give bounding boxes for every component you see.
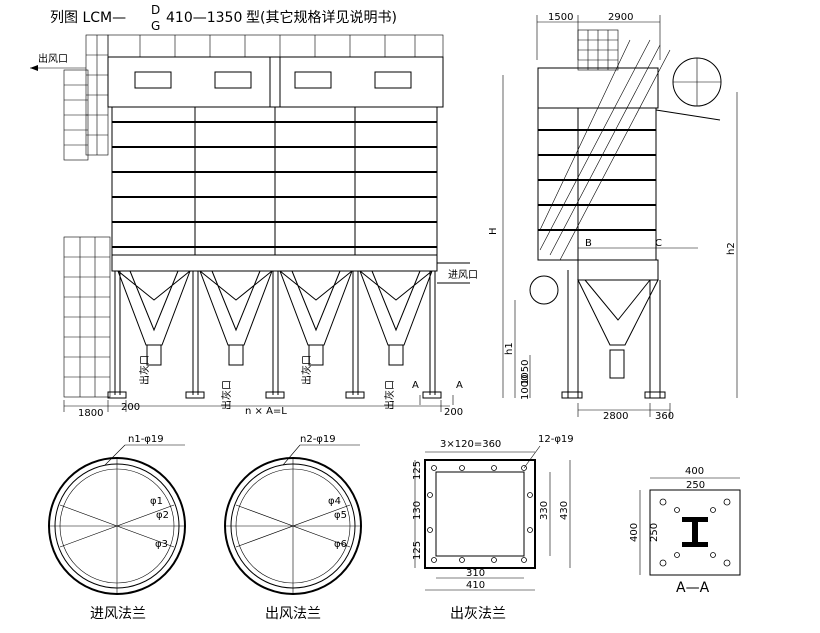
outlet-d4: φ4 xyxy=(328,496,341,507)
outlet-d6: φ6 xyxy=(334,539,347,550)
ash-in310: 310 xyxy=(466,568,485,579)
inlet-d3: φ3 xyxy=(155,539,168,550)
label-h2: h2 xyxy=(726,242,737,255)
ash-flange: 3×120=360 12-φ19 125 130 125 330 430 310… xyxy=(412,434,574,622)
title-model: 410—1350 xyxy=(166,10,242,26)
section-caption: A—A xyxy=(676,580,710,596)
dim-1050: 1050 xyxy=(520,360,531,385)
dust-outlet-label-4: 出灰口 xyxy=(383,380,396,410)
title-prefix: 列图 LCM— xyxy=(50,10,126,26)
dim-1800: 1800 xyxy=(78,408,103,419)
outlet-caption: 出风法兰 xyxy=(265,606,321,622)
front-elevation: 出风口 进风口 出灰口 出灰口 出灰口 出灰口 A A 1800 200 n ×… xyxy=(30,34,478,419)
dim-200-left: 200 xyxy=(121,402,140,413)
ash-in330: 330 xyxy=(539,501,550,520)
title-super: D xyxy=(151,3,160,17)
outlet-d5: φ5 xyxy=(334,510,347,521)
inlet-label: 进风口 xyxy=(448,269,478,281)
section-mark-right: A xyxy=(456,380,463,391)
inlet-holes: n1-φ19 xyxy=(128,434,164,445)
label-C: C xyxy=(655,238,662,249)
label-H: H xyxy=(488,227,499,235)
ash-v125a: 125 xyxy=(412,461,423,480)
label-B: B xyxy=(585,238,592,249)
dim-2900: 2900 xyxy=(608,12,633,23)
inlet-flange: n1-φ19 φ1 φ2 φ3 进风法兰 xyxy=(48,434,186,622)
section-w250: 250 xyxy=(686,480,705,491)
section-h400: 400 xyxy=(629,523,640,542)
dim-1000: 1000 xyxy=(520,375,531,400)
dim-1500: 1500 xyxy=(548,12,573,23)
inlet-d1: φ1 xyxy=(150,496,163,507)
dust-outlet-label-3: 出灰口 xyxy=(300,355,313,385)
title-suffix: 型(其它规格详见说明书) xyxy=(246,9,397,26)
outlet-label: 出风口 xyxy=(38,52,68,65)
dim-2800: 2800 xyxy=(603,411,628,422)
ash-out410: 410 xyxy=(466,580,485,591)
dust-outlet-label-2: 出灰口 xyxy=(220,380,233,410)
outlet-flange: n2-φ19 φ4 φ5 φ6 出风法兰 xyxy=(224,434,362,622)
dust-outlet-label-1: 出灰口 xyxy=(138,355,151,385)
dim-200-right: 200 xyxy=(444,407,463,418)
section-aa: 400 250 400 250 A—A xyxy=(629,466,741,596)
section-w400: 400 xyxy=(685,466,704,477)
ash-holes: 12-φ19 xyxy=(538,434,574,445)
ash-pitch: 3×120=360 xyxy=(440,439,501,450)
section-mark-left: A xyxy=(412,380,419,391)
inlet-caption: 进风法兰 xyxy=(90,606,146,622)
inlet-d2: φ2 xyxy=(156,510,169,521)
side-elevation: 1500 2900 xyxy=(488,12,738,422)
ash-caption: 出灰法兰 xyxy=(450,606,506,622)
ash-out430: 430 xyxy=(559,501,570,520)
title-sub: G xyxy=(151,19,160,33)
section-h250: 250 xyxy=(649,523,660,542)
dim-total: n × A=L xyxy=(245,406,287,417)
ash-v125b: 125 xyxy=(412,541,423,560)
label-h1: h1 xyxy=(504,342,515,355)
ash-v130: 130 xyxy=(412,501,423,520)
outlet-holes: n2-φ19 xyxy=(300,434,336,445)
dim-360: 360 xyxy=(655,411,674,422)
